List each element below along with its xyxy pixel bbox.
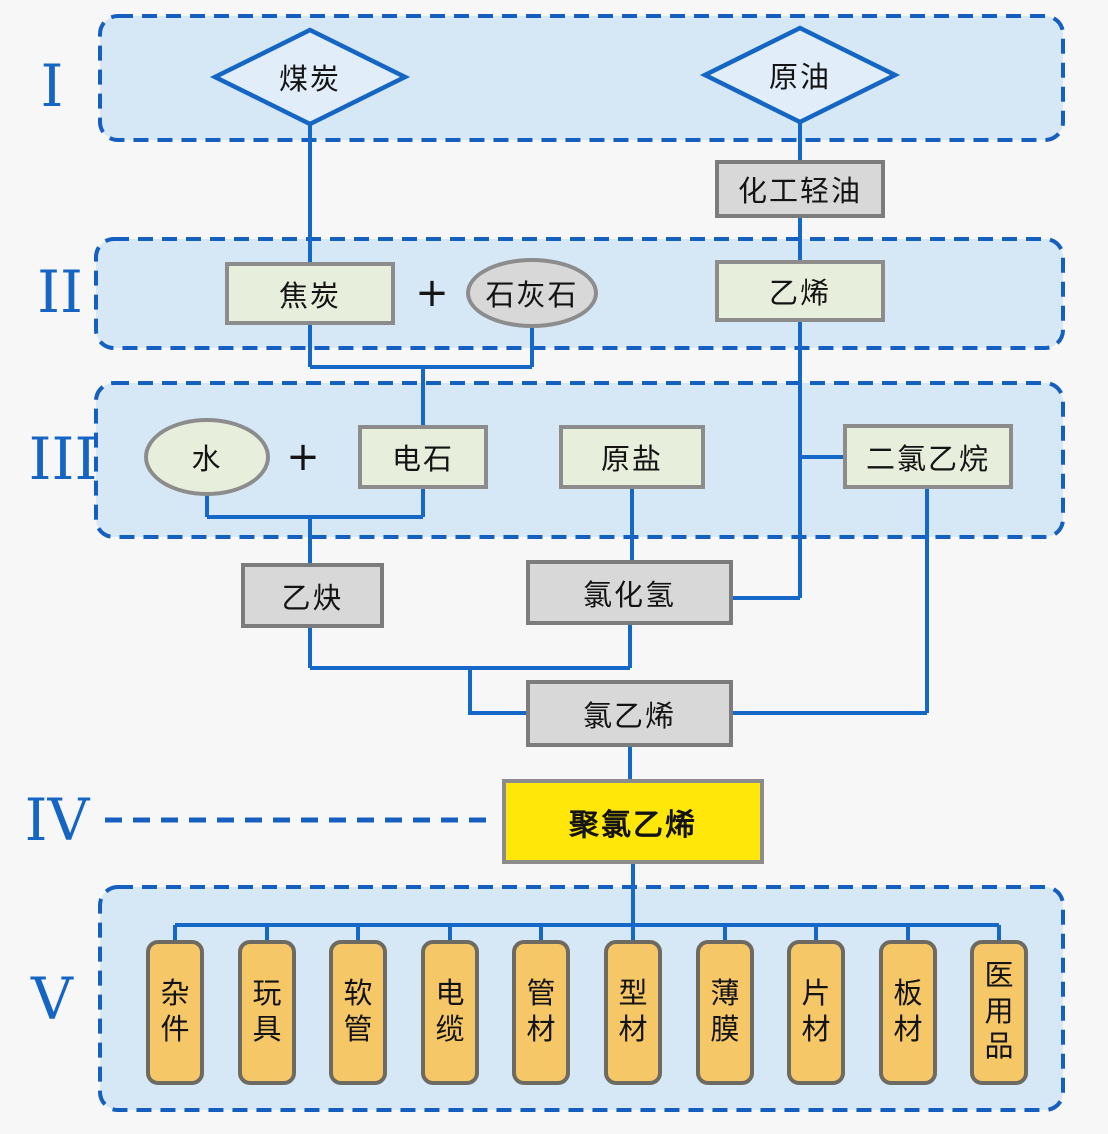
- product-box-misc-parts: 杂件: [146, 940, 204, 1085]
- stage-4-numeral: IV: [24, 786, 90, 854]
- product-label: 管材: [526, 978, 556, 1046]
- plus-operator-stage3: +: [286, 434, 320, 480]
- product-label: 软管: [343, 978, 373, 1046]
- product-box-toys: 玩具: [238, 940, 296, 1085]
- raw-salt-box: 原盐: [559, 425, 705, 489]
- product-box-cable: 电缆: [421, 940, 479, 1085]
- product-label: 杂件: [160, 978, 190, 1046]
- pvc-box: 聚氯乙烯: [502, 779, 764, 864]
- stage-2-numeral: II: [37, 258, 83, 326]
- acetylene-box: 乙炔: [241, 563, 384, 628]
- limestone-ellipse: 石灰石: [466, 258, 598, 328]
- product-box-sheet: 片材: [787, 940, 845, 1085]
- product-label: 玩具: [252, 978, 282, 1046]
- product-box-film: 薄膜: [696, 940, 754, 1085]
- vinyl-chloride-box: 氯乙烯: [526, 680, 733, 747]
- product-label: 片材: [801, 978, 831, 1046]
- product-box-hose: 软管: [329, 940, 387, 1085]
- stage-5-numeral: V: [31, 965, 73, 1033]
- product-label: 电缆: [435, 978, 465, 1046]
- crude-oil-label: 原油: [768, 62, 831, 94]
- product-label: 薄膜: [710, 978, 740, 1046]
- plus-operator-stage2: +: [415, 270, 449, 316]
- product-box-board: 板材: [879, 940, 937, 1085]
- chemical-light-oil-box: 化工轻油: [715, 160, 885, 218]
- product-label: 医用品: [984, 960, 1014, 1064]
- hydrogen-chloride-box: 氯化氢: [526, 560, 733, 625]
- connector-product-stubs: [173, 925, 1001, 940]
- product-box-pipe: 管材: [512, 940, 570, 1085]
- calcium-carbide-box: 电石: [358, 425, 488, 489]
- product-box-medical-supplies: 医用品: [970, 940, 1028, 1085]
- crude-oil-diamond: [699, 25, 901, 125]
- product-label: 板材: [893, 978, 923, 1046]
- coal-label: 煤炭: [278, 64, 341, 96]
- coke-box: 焦炭: [225, 262, 395, 325]
- product-label: 型材: [618, 978, 648, 1046]
- coal-diamond: [209, 27, 411, 127]
- product-box-profile: 型材: [604, 940, 662, 1085]
- stage-3-numeral: III: [28, 425, 98, 493]
- ethylene-box: 乙烯: [715, 260, 885, 322]
- stage-1-numeral: I: [40, 52, 64, 120]
- connector-join-to-vinylchloride: [468, 668, 526, 715]
- water-ellipse: 水: [144, 418, 270, 496]
- dichloroethane-box: 二氯乙烷: [843, 424, 1013, 489]
